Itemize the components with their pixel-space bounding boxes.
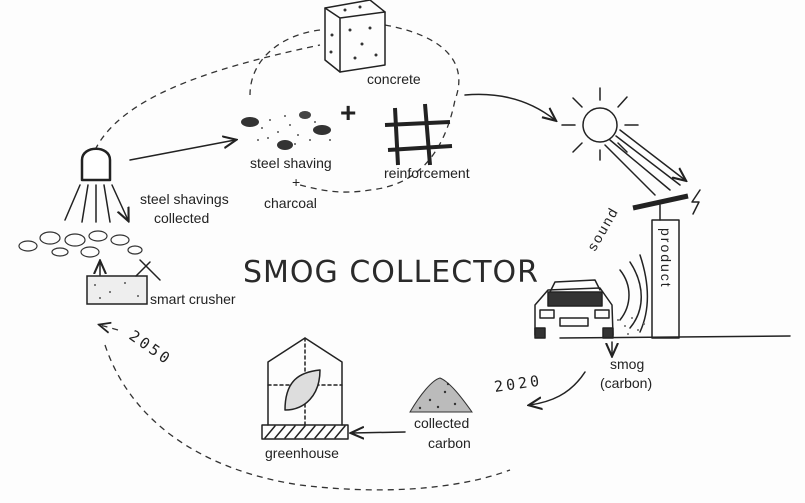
sun-icon xyxy=(561,87,685,196)
arrow-to-sun xyxy=(464,93,555,120)
year-2020-label: 2020 xyxy=(493,371,543,396)
product-column xyxy=(651,219,680,339)
ground-line xyxy=(559,335,791,339)
concrete-label: concrete xyxy=(367,71,421,87)
plus-small-label: + xyxy=(292,174,300,190)
solar-panel-icon xyxy=(632,193,689,221)
reinforcement-label: reinforcement xyxy=(384,165,470,181)
concrete-cube-icon xyxy=(324,0,386,73)
lightning-icon xyxy=(691,189,701,215)
product-label: product xyxy=(658,228,674,289)
car-icon xyxy=(534,279,614,339)
sound-waves-icon xyxy=(619,254,649,333)
carbon-pile-icon xyxy=(409,377,473,413)
steel-shavings-label-1: steel shavings xyxy=(140,191,229,207)
sound-label: sound xyxy=(584,204,622,254)
greenhouse-label: greenhouse xyxy=(265,445,339,461)
plus-big-label: + xyxy=(340,97,356,128)
smog-particles-icon xyxy=(617,317,645,335)
reinforcement-grid-icon xyxy=(384,103,453,166)
steel-shaving-charcoal-icon xyxy=(241,111,331,150)
charcoal-label: charcoal xyxy=(264,195,317,211)
steel-shavings-pile-icon xyxy=(18,230,143,258)
arrow-to-steel-shaving xyxy=(129,140,235,161)
arrow-2020 xyxy=(530,371,586,405)
greenhouse-icon xyxy=(261,337,349,440)
smog-label: smog xyxy=(610,356,644,372)
arch-collector-icon xyxy=(64,147,128,222)
smart-crusher-label: smart crusher xyxy=(150,291,236,307)
year-2050-label: 2050 xyxy=(126,327,176,369)
carbon-label: (carbon) xyxy=(600,375,652,391)
collected-carbon-label-1: collected xyxy=(414,415,469,431)
arrow-to-greenhouse xyxy=(352,432,406,433)
cycle-dashed-path xyxy=(94,24,511,491)
diagram-title: SMOG COLLECTOR xyxy=(243,255,539,290)
smart-crusher-icon xyxy=(86,260,161,305)
steel-shaving-label: steel shaving xyxy=(250,155,332,171)
steel-shavings-label-2: collected xyxy=(154,210,209,226)
collected-carbon-label-2: carbon xyxy=(428,435,471,451)
